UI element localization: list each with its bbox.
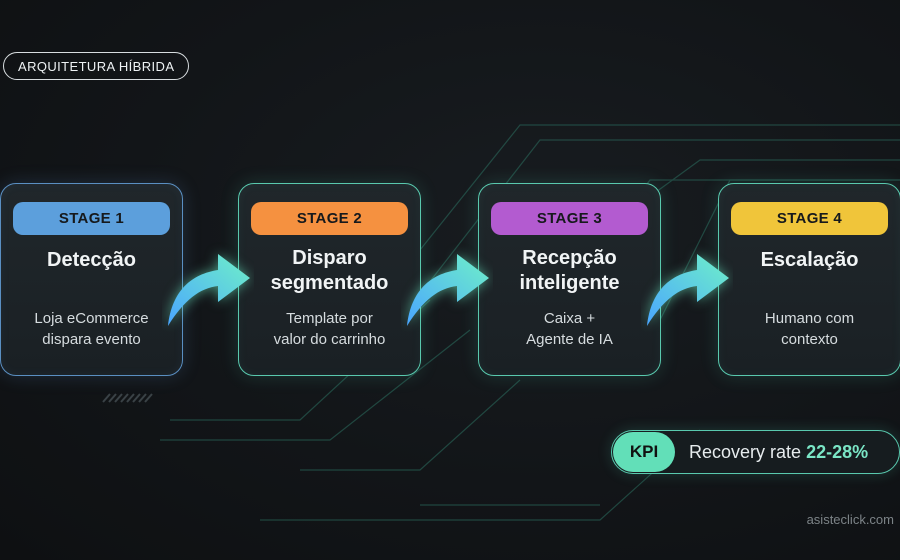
curved-arrow-icon [168, 254, 250, 326]
stage-badge-2: STAGE 2 [251, 202, 408, 235]
curved-arrow-icon [407, 254, 489, 326]
stage-badge-3: STAGE 3 [491, 202, 648, 235]
stage-desc-3: Caixa +Agente de IA [526, 310, 613, 348]
kpi-badge: KPI [613, 432, 675, 472]
watermark: asisteclick.com [806, 512, 894, 527]
kpi-text: Recovery rate 22-28% [689, 442, 868, 463]
architecture-tag-label: ARQUITETURA HÍBRIDA [18, 58, 175, 74]
stage-badge-4: STAGE 4 [731, 202, 888, 235]
stage-title-1: Detecção [47, 249, 136, 271]
curved-arrow-icon [647, 254, 729, 326]
stage-badge-1: STAGE 1 [13, 202, 170, 235]
kpi-pill: KPI Recovery rate 22-28% [611, 430, 900, 474]
architecture-tag: ARQUITETURA HÍBRIDA [3, 52, 190, 80]
kpi-value: 22-28% [806, 441, 869, 462]
stage-title-4: Escalação [760, 249, 859, 271]
kpi-label: Recovery rate [689, 441, 802, 462]
